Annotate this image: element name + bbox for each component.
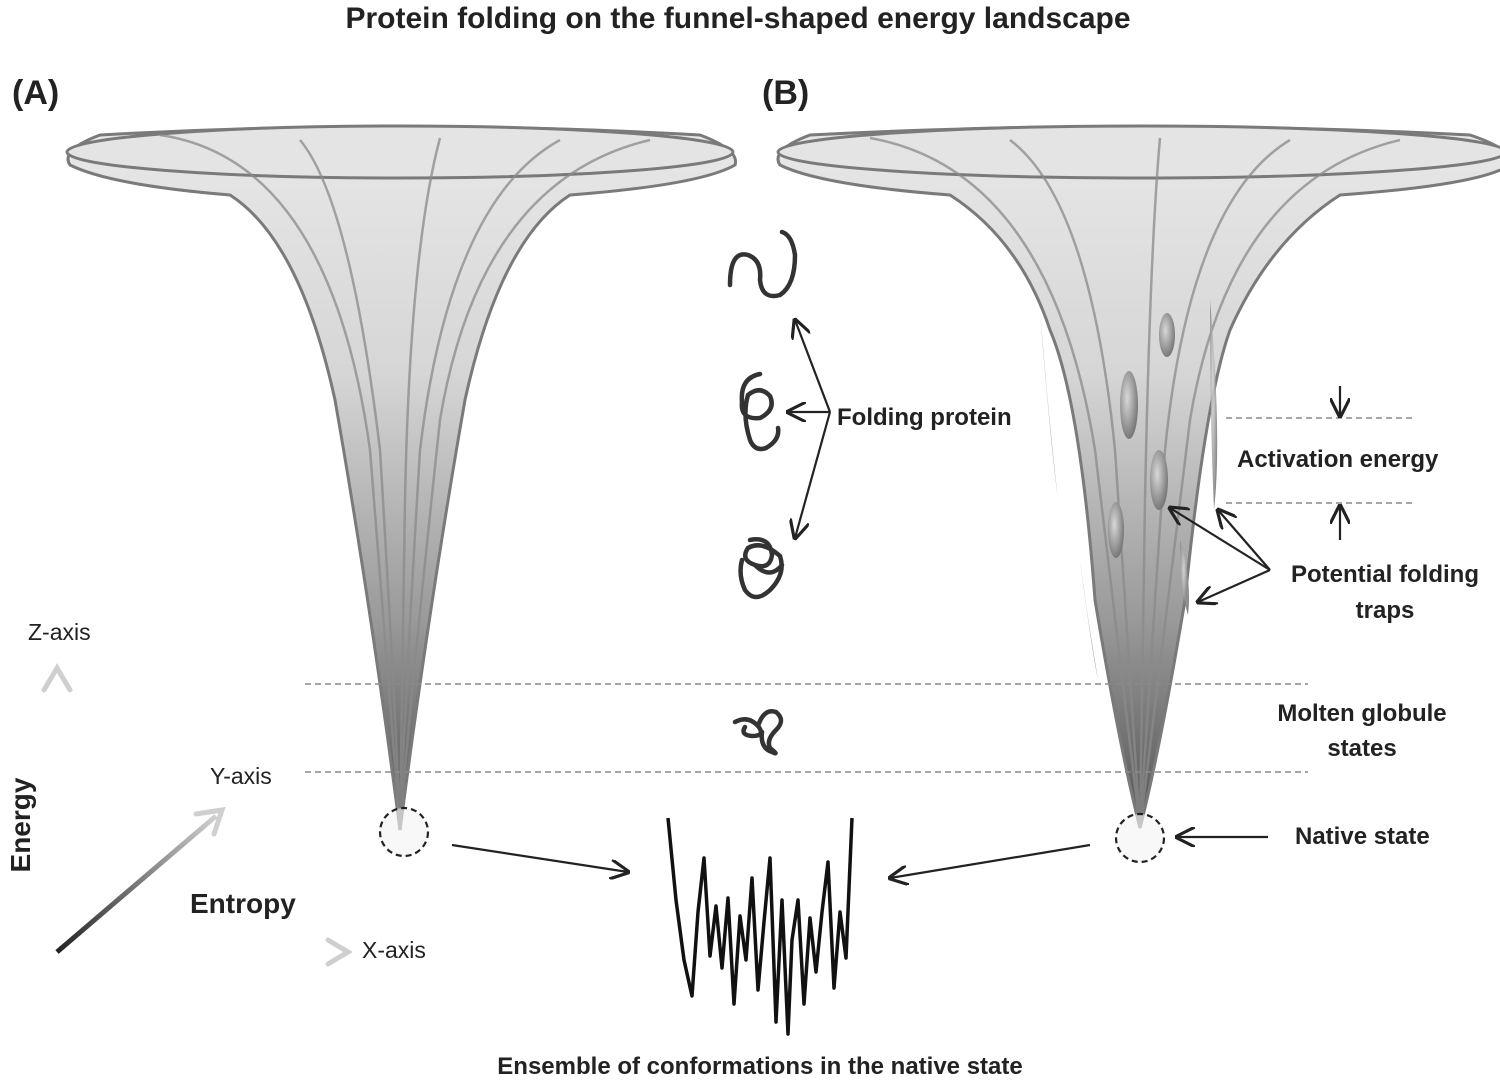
trap-4: [1108, 502, 1124, 558]
y-axis-label: Y-axis: [210, 763, 272, 789]
trap-arrow-2: [1218, 510, 1271, 571]
z-axis-head: [41, 663, 73, 693]
trap-arrow-1: [1170, 508, 1271, 571]
x-axis-label: X-axis: [362, 937, 426, 963]
y-axis-head: [193, 806, 226, 837]
fp-arrow-up: [795, 320, 832, 413]
funnel-b-body: [776, 125, 1500, 829]
protein-molten: [732, 709, 784, 756]
entropy-label: Entropy: [190, 888, 296, 919]
trap-arrow-3: [1198, 568, 1271, 602]
label-potential-traps-1: Potential folding: [1291, 561, 1479, 588]
protein-unfolded: [727, 229, 798, 299]
funnel-a-body: [66, 125, 738, 831]
figure-title: Protein folding on the funnel-shaped ene…: [345, 2, 1130, 35]
funnel-b-contours: [869, 136, 1401, 829]
label-folding-protein: Folding protein: [837, 404, 1012, 431]
folding-traps: [1108, 313, 1175, 558]
ensemble-arrows: [451, 843, 1091, 878]
protein-partial-1: [739, 371, 781, 452]
x-axis-head: [325, 937, 353, 967]
trap-3: [1150, 450, 1168, 510]
label-molten-1: Molten globule: [1277, 700, 1446, 727]
panel-label-a: (A): [12, 74, 59, 112]
funnel-b-rim: [776, 124, 1500, 180]
y-axis: [55, 814, 218, 954]
funnel-b-drips: [1040, 300, 1218, 680]
axes: [41, 663, 353, 967]
trap-1: [1159, 313, 1175, 357]
trap-2: [1120, 371, 1138, 439]
label-native-state: Native state: [1295, 823, 1430, 850]
native-state-circle-b: [1114, 812, 1166, 864]
label-ensemble: Ensemble of conformations in the native …: [497, 1053, 1022, 1080]
protein-partial-2: [738, 537, 785, 600]
label-potential-traps-2: traps: [1356, 597, 1415, 624]
funnel-a-rim: [65, 124, 735, 180]
label-molten-2: states: [1327, 735, 1396, 762]
ensemble-energy-curve: [666, 817, 854, 1036]
trap-arrows: [1170, 508, 1271, 602]
funnel-b: [776, 124, 1500, 864]
reference-lines: [305, 417, 1414, 773]
native-state-circle-a: [378, 806, 430, 858]
ensemble-arrow-left: [451, 843, 628, 872]
protein-conformations: [727, 229, 798, 756]
funnel-a: [65, 124, 738, 858]
panel-label-b: (B): [762, 74, 809, 112]
energy-label: Energy: [5, 777, 36, 872]
z-axis-label: Z-axis: [28, 619, 91, 645]
label-activation-energy: Activation energy: [1237, 446, 1439, 473]
ensemble-arrow-right: [890, 843, 1091, 878]
fp-arrow-down: [795, 411, 832, 538]
funnel-a-contours: [159, 133, 651, 829]
folding-protein-arrows: [788, 320, 832, 538]
